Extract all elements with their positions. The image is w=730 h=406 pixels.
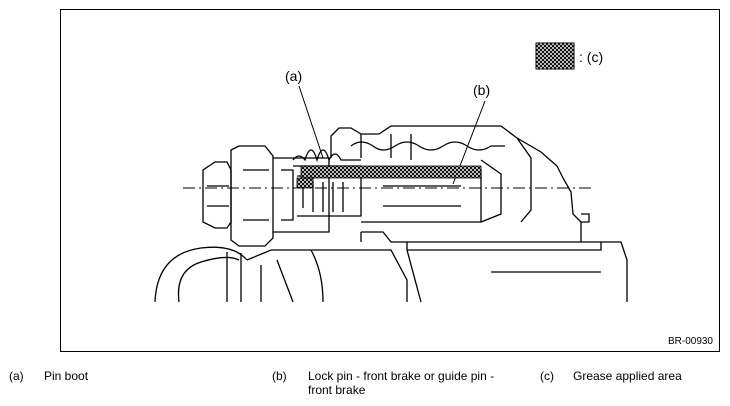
callout-a-label: (a) — [285, 68, 302, 84]
caliper-mount — [154, 241, 628, 303]
legend-text-b: Lock pin - front brake or guide pin - fr… — [308, 369, 495, 397]
legend-key-c: (c) — [540, 369, 554, 383]
figure-id: BR-00930 — [667, 336, 713, 347]
diagram-frame: : (c) (a) (b) — [60, 9, 720, 352]
grease-legend-label: : (c) — [579, 49, 603, 65]
legend-text-a: Pin boot — [44, 369, 89, 383]
legend-key-a: (a) — [9, 369, 24, 383]
callout-b-label: (b) — [473, 82, 490, 98]
bolt-head — [202, 145, 274, 247]
caliper-body — [330, 125, 590, 243]
grease-band-lower — [296, 177, 314, 189]
legend-text-c: Grease applied area — [573, 369, 682, 383]
brake-caliper-drawing: : (c) (a) (b) — [154, 42, 628, 303]
legend-key-b: (b) — [272, 369, 287, 383]
callout-a-leader — [298, 85, 324, 159]
grease-band — [300, 165, 482, 179]
grease-swatch — [535, 42, 575, 70]
